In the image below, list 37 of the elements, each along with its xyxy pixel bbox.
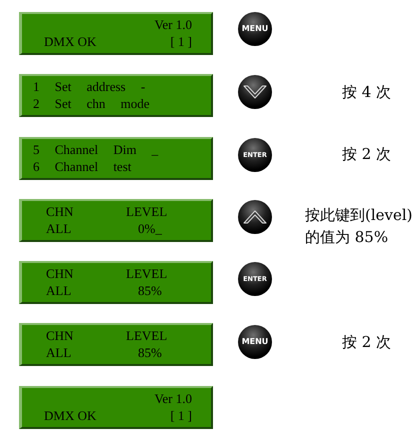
round-button xyxy=(238,200,272,234)
lcd-display xyxy=(19,261,213,304)
lcd-text: [ 1 ] xyxy=(170,408,192,424)
lcd-text: Ver 1.0 xyxy=(154,391,192,407)
lcd-display xyxy=(19,199,213,242)
lcd-text: 5 Channel Dim _ xyxy=(33,142,158,158)
lcd-display xyxy=(19,386,213,429)
lcd-text: LEVEL xyxy=(126,328,168,344)
lcd-text: 2 Set chn mode xyxy=(33,96,150,112)
lcd-text: Ver 1.0 xyxy=(154,17,192,33)
lcd-text: ALL xyxy=(46,345,72,361)
instruction-text: 按 4 次 xyxy=(342,82,392,103)
lcd-text: ALL xyxy=(46,283,72,299)
lcd-text: CHN xyxy=(46,266,74,282)
round-button xyxy=(238,75,272,109)
lcd-text: LEVEL xyxy=(126,266,168,282)
lcd-text: CHN xyxy=(46,204,74,220)
instruction-text: 按此键到(level)的值为 85% xyxy=(305,205,414,248)
lcd-text: 1 Set address - xyxy=(33,79,146,95)
lcd-text: LEVEL xyxy=(126,204,168,220)
lcd-display xyxy=(19,12,213,55)
lcd-display xyxy=(19,137,213,180)
lcd-text: 0%_ xyxy=(138,221,162,237)
lcd-text: 85% xyxy=(138,345,162,361)
lcd-text: [ 1 ] xyxy=(170,34,192,50)
round-button: MENU xyxy=(238,12,272,46)
round-button: MENU xyxy=(238,325,272,359)
instruction-text: 按 2 次 xyxy=(342,144,392,165)
lcd-text: ALL xyxy=(46,221,72,237)
lcd-text: 85% xyxy=(138,283,162,299)
lcd-text: DMX OK xyxy=(44,34,96,50)
lcd-text: DMX OK xyxy=(44,408,96,424)
lcd-display xyxy=(19,323,213,366)
lcd-text: 6 Channel test xyxy=(33,159,132,175)
instruction-text: 按 2 次 xyxy=(342,332,392,353)
lcd-text: CHN xyxy=(46,328,74,344)
lcd-display xyxy=(19,74,213,117)
